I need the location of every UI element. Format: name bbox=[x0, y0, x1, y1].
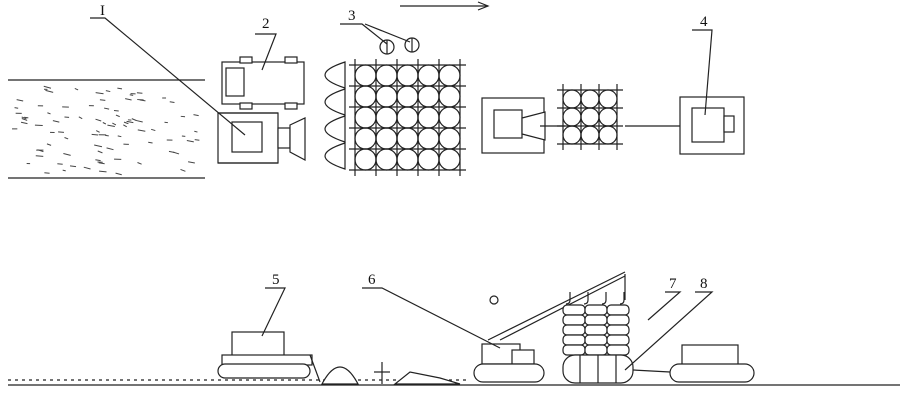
label-leaders bbox=[90, 17, 714, 371]
label-5: 5 bbox=[272, 272, 280, 288]
label-6: 6 bbox=[368, 272, 376, 288]
machine-plan-4 bbox=[679, 96, 745, 155]
bulldozer-plan-I bbox=[217, 112, 306, 164]
crane-6 bbox=[473, 271, 626, 383]
bag-dropped bbox=[393, 371, 461, 385]
bulldozer-elevation-5 bbox=[217, 331, 321, 383]
label-8: 8 bbox=[700, 276, 708, 292]
soil-pile bbox=[321, 366, 359, 385]
label-3: 3 bbox=[348, 8, 356, 24]
geocell-grid-1 bbox=[349, 59, 466, 176]
label-4: 4 bbox=[700, 14, 708, 30]
ground-strip-plan bbox=[8, 79, 205, 179]
ground-line-elevation bbox=[8, 379, 900, 386]
geocell-grid-2 bbox=[557, 84, 623, 150]
bag-row-8 bbox=[562, 354, 634, 384]
direction-arrow bbox=[400, 1, 490, 11]
small-plant-symbol bbox=[374, 362, 390, 384]
tractor-elevation bbox=[632, 344, 755, 383]
label-I: I bbox=[100, 3, 105, 19]
truck-plan-2 bbox=[221, 56, 305, 110]
label-2: 2 bbox=[262, 16, 270, 32]
sand-bags-plan bbox=[324, 61, 346, 170]
symbols-3 bbox=[379, 37, 420, 55]
label-7: 7 bbox=[669, 276, 677, 292]
compactor-plan bbox=[481, 97, 565, 154]
bag-stack-7 bbox=[562, 292, 630, 356]
